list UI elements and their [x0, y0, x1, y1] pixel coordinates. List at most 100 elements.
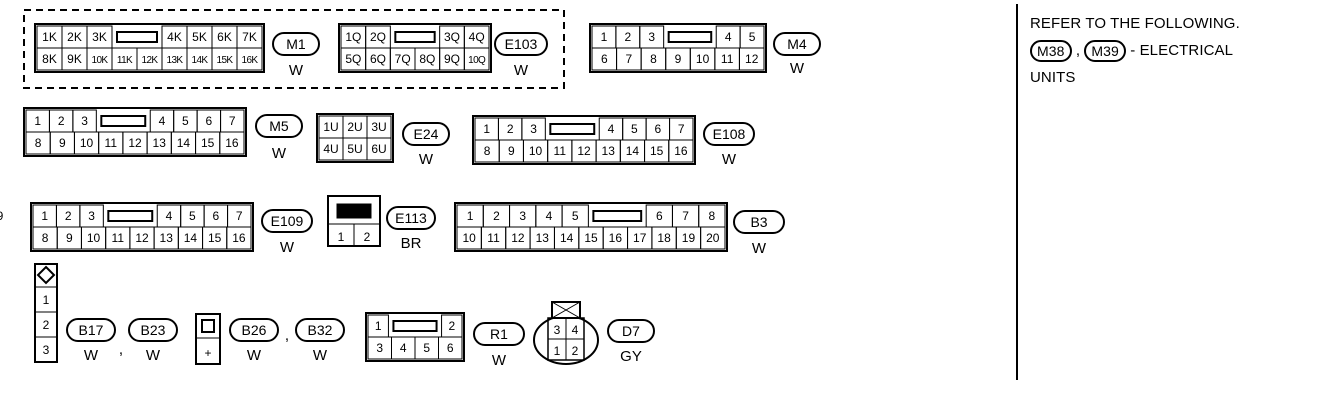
wire-color: W [146, 347, 161, 364]
latch-slot [116, 31, 158, 43]
connector-id: B26 [242, 322, 267, 338]
pin-label: 12 [745, 52, 759, 66]
connector-id: M5 [269, 118, 289, 134]
pin-label: 3 [530, 122, 537, 136]
pin-cell [219, 131, 245, 155]
connector-id: R1 [490, 326, 508, 342]
latch-slot [201, 319, 215, 333]
connector-housing [34, 263, 58, 363]
connector-id: M4 [787, 36, 807, 52]
pin-cell [700, 226, 726, 250]
pin-label: 14K [192, 55, 209, 66]
connector-housing [30, 202, 254, 252]
pin-label: 6Q [370, 52, 386, 66]
note-line-1: REFER TO THE FOLLOWING. [1030, 15, 1240, 32]
note-line-2: M38 , M39 - ELECTRICAL [1030, 37, 1320, 64]
pin-label: 2 [43, 318, 50, 332]
reference-connector-m39: M39 [1084, 40, 1126, 63]
pin-label: 2 [364, 230, 371, 244]
pin-label: 13 [153, 136, 167, 150]
wire-color: W [247, 347, 262, 364]
connector-housing [34, 23, 265, 73]
pin-label: 8Q [419, 52, 435, 66]
connector-housing [195, 313, 221, 365]
connector-housing [454, 202, 728, 252]
pin-label: 2 [448, 319, 455, 333]
pin-label: 5 [749, 30, 756, 44]
pin-cell [668, 139, 694, 163]
pin-label: 12 [511, 231, 525, 245]
pin-label: 15 [584, 231, 598, 245]
pin-label: 4Q [469, 30, 485, 44]
pin-label: 1 [554, 344, 561, 358]
pin-label: 11K [117, 55, 133, 66]
pin-label: 13 [536, 231, 550, 245]
wire-color: W [84, 347, 99, 364]
latch-slot [392, 320, 438, 332]
pin-label: 7 [229, 114, 236, 128]
latch-slot [394, 31, 436, 43]
pin-label: 5U [347, 142, 362, 156]
pin-label: 6 [654, 122, 661, 136]
connector-id-badge [255, 114, 303, 138]
latch-slot [592, 210, 643, 222]
pin-label: 3 [519, 209, 526, 223]
wire-color: W [419, 151, 434, 168]
pin-label: 7K [242, 30, 257, 44]
pin-label: 6 [601, 52, 608, 66]
connector-id: B3 [750, 214, 767, 230]
pin-label: 5K [192, 30, 207, 44]
pin-label: 2 [493, 209, 500, 223]
pin-label: 10 [529, 144, 543, 158]
pin-label: 11 [112, 231, 125, 245]
pin-label: 2 [624, 30, 631, 44]
pin-label: 8 [42, 231, 49, 245]
pin-label: 2K [67, 30, 82, 44]
note-suffix: - ELECTRICAL [1130, 42, 1234, 59]
pin-label: 14 [177, 136, 191, 150]
pin-label: 10 [87, 231, 101, 245]
pin-label: 10 [80, 136, 94, 150]
pin-label: 10Q [468, 55, 486, 66]
pin-label: 3K [92, 30, 107, 44]
connector-id-badge [473, 322, 525, 346]
pin-label: 1 [43, 293, 50, 307]
pin-label: 4U [323, 142, 338, 156]
pin-label: 11 [721, 52, 734, 66]
pin-label: 1K [42, 30, 57, 44]
latch-slot [107, 210, 154, 222]
pin-label: 14 [560, 231, 574, 245]
pin-label: 12 [577, 144, 591, 158]
pin-label: 3U [371, 120, 386, 134]
pin-label: 12 [135, 231, 149, 245]
separator-comma: , [285, 327, 289, 344]
pin-cell [738, 47, 765, 71]
pin-label: 9Q [444, 52, 460, 66]
pin-label: 14 [626, 144, 640, 158]
pin-label: 13 [160, 231, 174, 245]
connector-housing [316, 113, 394, 163]
pin-label: 11 [554, 144, 567, 158]
pin-label: 16K [242, 55, 259, 66]
connector-housing [472, 115, 696, 165]
wire-color: W [289, 62, 304, 79]
connector-housing [338, 23, 492, 73]
connector-id: E108 [713, 126, 746, 142]
latch-slot [100, 115, 147, 127]
wire-color: W [514, 62, 529, 79]
pin-cell [366, 137, 392, 161]
pin-label: 1Q [345, 30, 361, 44]
pin-label: 4K [167, 30, 182, 44]
pin-label: 16 [225, 136, 239, 150]
pin-label: 8 [709, 209, 716, 223]
pin-label: 2Q [370, 30, 386, 44]
key-mark [551, 301, 581, 319]
diamond-key-icon [36, 265, 56, 285]
pin-label: 2U [347, 120, 362, 134]
pin-label: 16 [609, 231, 623, 245]
reference-connector-m38: M38 [1030, 40, 1072, 63]
pin-label: 8 [35, 136, 42, 150]
